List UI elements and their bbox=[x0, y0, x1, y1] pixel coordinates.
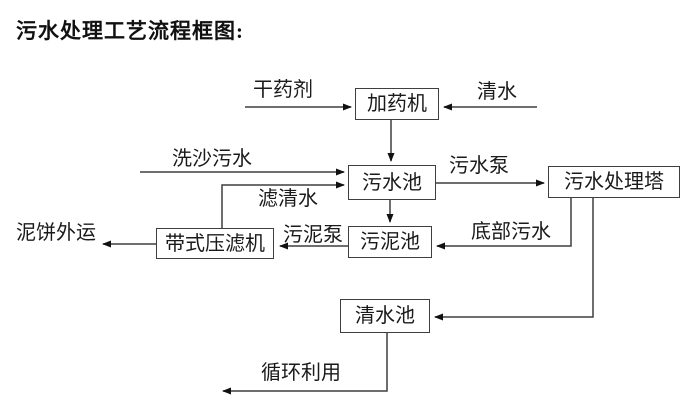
edge-label-sand-washing-sewage: 洗沙污水 bbox=[172, 148, 252, 170]
arrow-tower-to-clean-pool bbox=[434, 198, 594, 321]
node-sewage-pool: 污水池 bbox=[348, 165, 436, 200]
edge-label-recycle-use: 循环利用 bbox=[261, 362, 341, 384]
diagram-title: 污水处理工艺流程框图: bbox=[16, 19, 244, 43]
node-sewage-treatment-tower: 污水处理塔 bbox=[548, 166, 680, 198]
node-clean-water-pool: 清水池 bbox=[340, 299, 430, 333]
arrow-press-filtered-to-sewage-pool bbox=[221, 181, 345, 228]
edge-label-dry-agent: 干药剂 bbox=[253, 79, 313, 101]
node-belt-filter-press: 带式压滤机 bbox=[156, 228, 274, 259]
edge-label-mud-cake-outbound: 泥饼外运 bbox=[16, 222, 96, 244]
edge-label-sludge-pump: 污泥泵 bbox=[283, 224, 343, 246]
node-dosing-machine: 加药机 bbox=[355, 88, 439, 120]
node-sludge-pool: 污泥池 bbox=[348, 226, 432, 258]
arrow-tower-bottom-to-sludge-pool bbox=[436, 198, 572, 250]
arrow-clean-pool-to-recycle bbox=[222, 333, 388, 395]
edge-label-bottom-sewage: 底部污水 bbox=[471, 221, 551, 243]
edge-label-filtered-water: 滤清水 bbox=[258, 188, 318, 210]
edge-label-clean-water: 清水 bbox=[477, 81, 517, 103]
edge-label-sewage-pump: 污水泵 bbox=[449, 155, 509, 177]
